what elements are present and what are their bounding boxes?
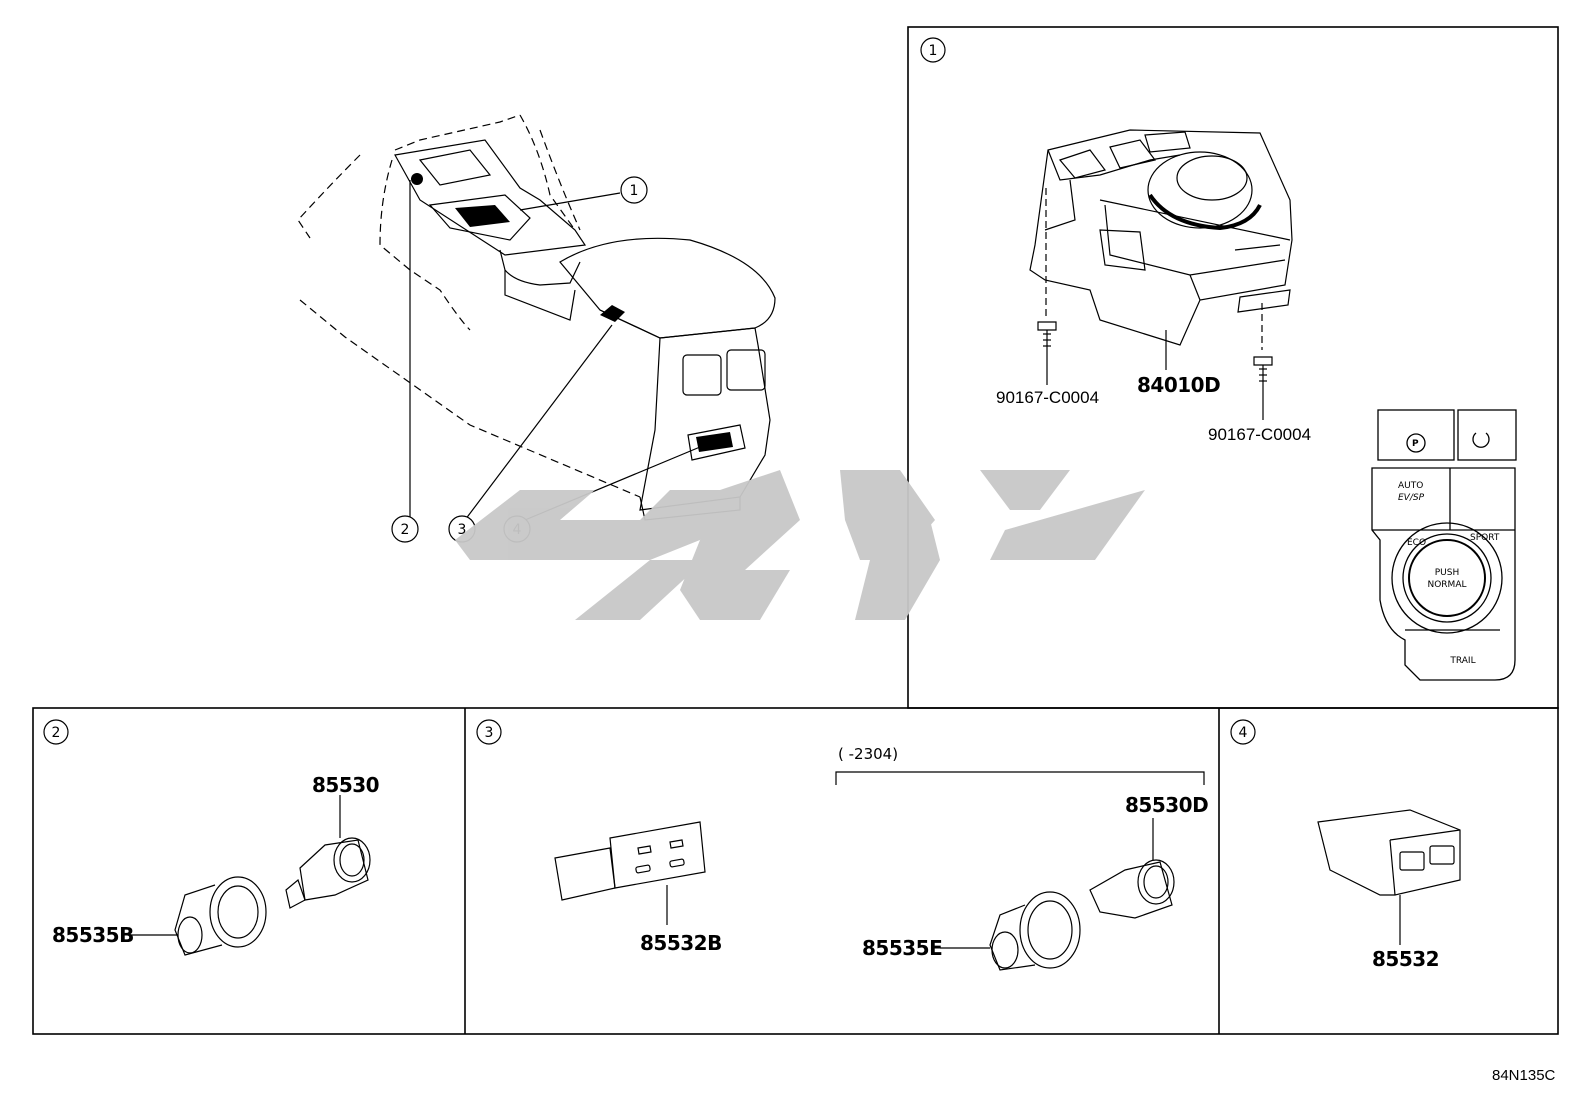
svg-text:1: 1 <box>630 183 639 199</box>
part-number-85530D: 85530D <box>1125 793 1208 817</box>
usb-85532B-drawing <box>554 821 706 925</box>
socket-85530-drawing <box>285 795 371 909</box>
auto-label: AUTO <box>1398 481 1423 491</box>
svg-text:4: 4 <box>1239 725 1248 741</box>
console-overview-drawing <box>297 114 776 521</box>
part-number-screw-left: 90167-C0004 <box>996 388 1099 407</box>
sport-label: SPORT <box>1470 533 1500 543</box>
callout-2: 2 <box>391 515 419 543</box>
svg-text:1: 1 <box>929 43 938 59</box>
panel-3-number: 3 <box>476 719 502 745</box>
push-label: PUSH <box>1435 568 1460 578</box>
panel-2-number: 2 <box>43 719 69 745</box>
auto-sub-label: EV/SP <box>1398 493 1425 503</box>
svg-text:2: 2 <box>52 725 61 741</box>
part-number-84010D: 84010D <box>1137 373 1220 397</box>
drive-mode-switch-drawing <box>1029 129 1293 420</box>
part-number-85535E: 85535E <box>862 936 942 960</box>
range-note: ( -2304) <box>838 745 898 763</box>
socket-85535B-drawing <box>128 876 267 956</box>
park-letter: P <box>1412 439 1419 449</box>
panel-frames <box>32 26 1559 1035</box>
range-bracket <box>835 771 1205 785</box>
console-switch-dot <box>411 173 423 185</box>
watermark-logo <box>455 470 1145 620</box>
panel-1-number: 1 <box>920 37 946 63</box>
diagram-code: 84N135C <box>1492 1067 1556 1084</box>
svg-text:2: 2 <box>401 522 410 538</box>
usb-85532-drawing <box>1317 809 1461 945</box>
panel-4-number: 4 <box>1230 719 1256 745</box>
part-number-85535B: 85535B <box>52 923 134 947</box>
svg-text:3: 3 <box>485 725 494 741</box>
part-number-85530: 85530 <box>312 773 379 797</box>
eco-label: ECO <box>1407 538 1426 548</box>
socket-85530D-drawing <box>1089 818 1175 919</box>
part-number-screw-right: 90167-C0004 <box>1208 425 1311 444</box>
svg-text:3: 3 <box>458 522 467 538</box>
part-number-85532B: 85532B <box>640 931 722 955</box>
switch-face-detail <box>1371 409 1517 681</box>
normal-label: NORMAL <box>1427 580 1466 590</box>
socket-85535E-drawing <box>940 891 1081 971</box>
part-number-85532: 85532 <box>1372 947 1439 971</box>
callout-1: 1 <box>620 176 648 204</box>
trail-label: TRAIL <box>1449 656 1475 666</box>
